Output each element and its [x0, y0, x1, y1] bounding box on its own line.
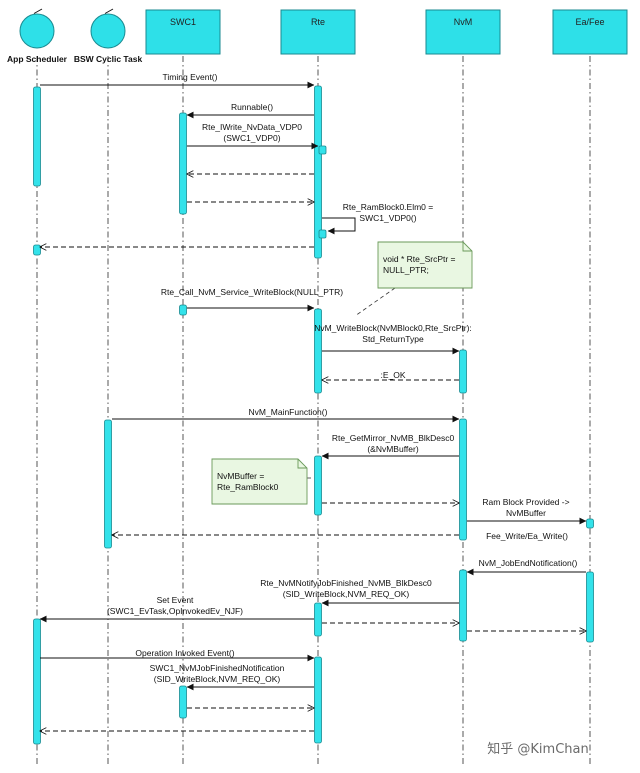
watermark: 知乎 @KimChan: [487, 741, 588, 757]
participant-box: [425, 9, 501, 55]
message-label: Runnable(): [231, 102, 273, 112]
activation-rte-nested: [318, 145, 327, 155]
message-label: Ram Block Provided ->: [482, 497, 569, 507]
message-label: Rte_Call_NvM_Service_WriteBlock(NULL_PTR…: [161, 287, 343, 297]
actor-icon: [19, 13, 55, 49]
message-label: (SWC1_EvTask,OpInvokedEv_NJF): [107, 606, 243, 616]
activation-eafee: [586, 571, 594, 643]
note-1: void * Rte_SrcPtr =NULL_PTR;: [354, 241, 473, 317]
message-label: Rte_GetMirror_NvMB_BlkDesc0: [332, 433, 455, 443]
activation-rte: [314, 602, 322, 637]
message-label: NvM_WriteBlock(NvMBlock0,Rte_SrcPtr):: [314, 323, 472, 333]
message-m21: Operation Invoked Event(): [40, 648, 315, 662]
message-label: NvM_MainFunction(): [249, 407, 328, 417]
participant-rte: Rte: [280, 9, 356, 55]
message-label: SWC1_VDP0(): [359, 213, 416, 223]
actor-icon-tick: [33, 8, 43, 14]
participant-eafee: Ea/Fee: [552, 9, 628, 55]
message-label: (&NvMBuffer): [367, 444, 418, 454]
message-m1: Timing Event(): [40, 72, 315, 89]
message-label: Set Event: [157, 595, 194, 605]
message-label: Rte_RamBlock0.Elm0 =: [343, 202, 434, 212]
activation-swc1: [179, 685, 187, 719]
message-label: NvMBuffer: [506, 508, 546, 518]
message-label: (SID_WriteBlock,NVM_REQ_OK): [283, 589, 410, 599]
participant-label: BSW Cyclic Task: [74, 54, 143, 64]
activation-nvm: [459, 349, 467, 394]
activation-app: [33, 244, 41, 256]
note-text: void * Rte_SrcPtr =: [383, 254, 456, 264]
participant-label: App Scheduler: [7, 54, 68, 64]
participant-label: Ea/Fee: [575, 17, 604, 27]
message-label: Std_ReturnType: [362, 334, 424, 344]
activation-nvm: [459, 418, 467, 541]
message-m14: Ram Block Provided ->NvMBuffer: [467, 497, 587, 525]
activation-swc1: [179, 112, 187, 215]
note-text: NULL_PTR;: [383, 265, 429, 275]
participant-swc1: SWC1: [145, 9, 221, 55]
message-m8: Rte_Call_NvM_Service_WriteBlock(NULL_PTR…: [161, 287, 343, 312]
message-m17: Rte_NvMNotifyJobFinished_NvMB_BlkDesc0(S…: [260, 578, 459, 607]
activation-app: [33, 618, 41, 745]
message-label: (SID_WriteBlock,NVM_REQ_OK): [154, 674, 281, 684]
messages: Timing Event() Runnable() Rte_IWrite_NvDat…: [39, 72, 587, 731]
message-label: (SWC1_VDP0): [223, 133, 280, 143]
message-label: Operation Invoked Event(): [135, 648, 234, 658]
participant-headers: App Scheduler BSW Cyclic Task SWC1 Rte NvM Ea…: [7, 8, 628, 64]
notes: void * Rte_SrcPtr =NULL_PTR;NvMBuffer =R…: [211, 241, 473, 505]
participant-nvm: NvM: [425, 9, 501, 55]
participant-label: NvM: [454, 17, 473, 27]
message-m6: Rte_RamBlock0.Elm0 =SWC1_VDP0(): [322, 202, 434, 235]
message-label: NvM_JobEndNotification(): [479, 558, 578, 568]
activation-rte: [314, 308, 322, 394]
actor-icon-tick: [104, 8, 114, 14]
message-m22: SWC1_NvMJobFinishedNotification(SID_Writ…: [150, 663, 314, 691]
note-fold: [462, 242, 472, 252]
actor-icon: [90, 13, 126, 49]
participant-box: [552, 9, 628, 55]
participant-app: App Scheduler: [7, 8, 68, 64]
message-m9: NvM_WriteBlock(NvMBlock0,Rte_SrcPtr):Std…: [314, 323, 472, 355]
activation-rte-nested: [318, 229, 327, 239]
activation-eafee: [586, 518, 594, 529]
participant-box: [280, 9, 356, 55]
note-text: NvMBuffer =: [217, 471, 264, 481]
activation-app: [33, 86, 41, 187]
message-arrow: [322, 217, 356, 235]
message-label: SWC1_NvMJobFinishedNotification: [150, 663, 285, 673]
participant-label: Rte: [311, 17, 325, 27]
message-m12: Rte_GetMirror_NvMB_BlkDesc0(&NvMBuffer): [321, 433, 459, 460]
note-text: Rte_RamBlock0: [217, 482, 279, 492]
message-m15: Fee_Write/Ea_Write(): [112, 531, 568, 541]
activation-bsw: [104, 419, 112, 549]
participant-bsw: BSW Cyclic Task: [74, 8, 143, 64]
message-m11: NvM_MainFunction(): [112, 407, 460, 423]
message-label: Timing Event(): [163, 72, 218, 82]
message-label: Rte_IWrite_NvData_VDP0: [202, 122, 302, 132]
message-m2: Runnable(): [186, 102, 314, 119]
activation-nvm: [459, 569, 467, 642]
note-fold: [297, 459, 307, 469]
message-label: Fee_Write/Ea_Write(): [486, 531, 568, 541]
participant-box: [145, 9, 221, 55]
participant-label: SWC1: [170, 17, 196, 27]
message-m18: Set Event(SWC1_EvTask,OpInvokedEv_NJF): [39, 595, 314, 623]
note-2: NvMBuffer =Rte_RamBlock0: [211, 458, 314, 505]
message-label: Rte_NvMNotifyJobFinished_NvMB_BlkDesc0: [260, 578, 432, 588]
message-m16: NvM_JobEndNotification(): [466, 558, 586, 576]
note-body: [377, 241, 473, 289]
note-body: [211, 458, 308, 505]
activation-rte: [314, 656, 322, 744]
activation-rte: [314, 455, 322, 516]
message-m3: Rte_IWrite_NvData_VDP0(SWC1_VDP0): [187, 122, 319, 150]
activation-swc1: [179, 304, 187, 316]
message-label: :E_OK: [380, 370, 405, 380]
note-anchor: [354, 287, 396, 317]
message-m10: :E_OK: [322, 370, 459, 380]
activation-bars: [33, 85, 594, 745]
activation-rte: [314, 85, 322, 259]
